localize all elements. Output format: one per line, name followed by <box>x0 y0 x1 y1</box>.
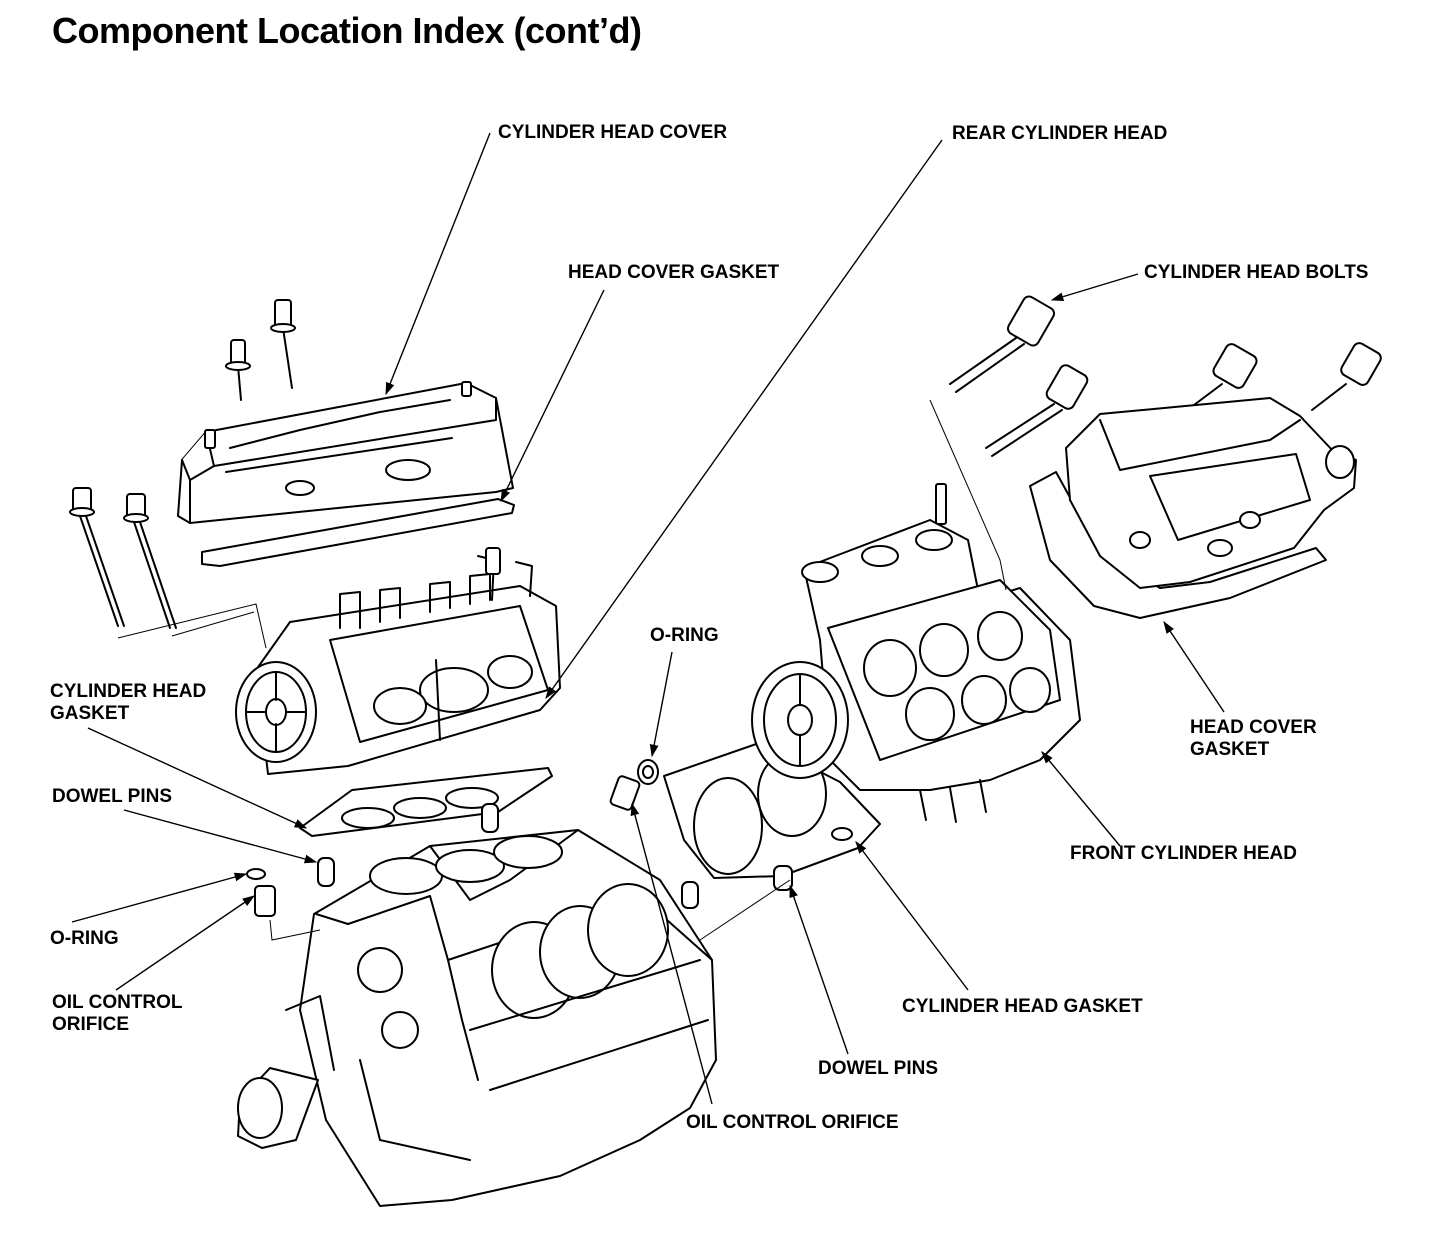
front-cylinder-head <box>801 483 1081 823</box>
leader-dowel-pins-center <box>789 884 849 1055</box>
rear-cylinder-head <box>255 547 561 775</box>
label-dowel-pins-left: DOWEL PINS <box>52 786 172 807</box>
leader-rear-cylinder-head <box>545 139 943 700</box>
front-head-gasket <box>663 741 881 879</box>
leader-cylinder-head-cover <box>385 132 491 396</box>
leader-cylinder-head-gasket-center <box>855 840 969 991</box>
label-front-cylinder-head: FRONT CYLINDER HEAD <box>1070 843 1297 864</box>
oil-filter <box>237 995 335 1149</box>
oil-orifice-center-part <box>609 775 641 811</box>
leader-lines <box>71 132 1225 1105</box>
label-dowel-pins-center: DOWEL PINS <box>818 1058 938 1079</box>
label-cylinder-head-gasket-left: CYLINDER HEAD GASKET <box>50 681 207 724</box>
label-cylinder-head-gasket-center: CYLINDER HEAD GASKET <box>902 996 1143 1017</box>
dowel-pin-center-b <box>773 865 793 891</box>
label-cylinder-head-cover: CYLINDER HEAD COVER <box>498 122 728 143</box>
leader-o-ring-center <box>649 651 673 758</box>
rear-head-cover-gasket <box>201 498 515 567</box>
front-head-cover <box>1065 397 1357 589</box>
leader-dowel-pins-left <box>123 809 318 864</box>
label-oil-control-orifice-center: OIL CONTROL ORIFICE <box>686 1112 899 1133</box>
dowel-pin-left-b <box>481 803 499 833</box>
rear-head-gasket <box>299 767 553 837</box>
oil-orifice-left-part <box>254 885 276 917</box>
leader-head-cover-gasket-top <box>500 289 605 503</box>
label-rear-cylinder-head: REAR CYLINDER HEAD <box>952 123 1168 144</box>
page-title: Component Location Index (cont’d) <box>52 10 642 51</box>
label-head-cover-gasket-top: HEAD COVER GASKET <box>568 262 780 283</box>
leader-oil-control-orifice-center <box>630 802 713 1105</box>
leader-oil-control-orifice-left <box>115 895 256 991</box>
front-head-bolts <box>949 295 1382 457</box>
front-cam-pulley <box>751 661 849 779</box>
leader-head-cover-gasket-right <box>1163 620 1225 713</box>
label-o-ring-left: O-RING <box>50 928 119 949</box>
rear-head-bolts <box>69 487 177 629</box>
engine-block <box>299 829 717 1207</box>
o-ring-left-part <box>246 868 266 880</box>
leader-cylinder-head-gasket-left <box>87 727 308 829</box>
leader-o-ring-left <box>71 872 248 923</box>
label-cylinder-head-bolts: CYLINDER HEAD BOLTS <box>1144 262 1369 283</box>
label-head-cover-gasket-right: HEAD COVER GASKET <box>1190 717 1317 760</box>
dowel-pin-left-a <box>317 857 335 887</box>
leader-cylinder-head-bolts <box>1050 273 1139 301</box>
leader-front-cylinder-head <box>1041 751 1121 847</box>
rear-cover-bolts <box>225 299 296 401</box>
rear-cam-pulley <box>235 661 317 763</box>
label-o-ring-center: O-RING <box>650 625 719 646</box>
label-oil-control-orifice-left: OIL CONTROL ORIFICE <box>52 992 183 1035</box>
rear-head-cover <box>177 381 514 524</box>
dowel-pin-center-a <box>681 881 699 909</box>
assembly-guide-lines <box>117 399 1007 941</box>
